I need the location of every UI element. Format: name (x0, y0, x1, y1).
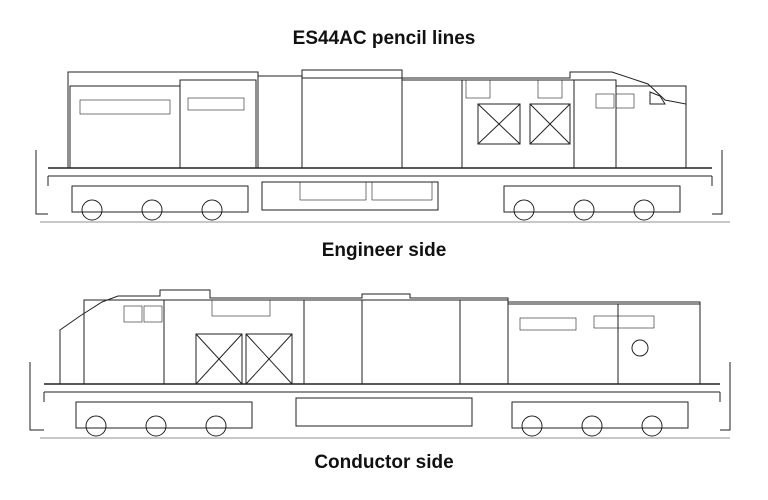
conductor-side-label: Conductor side (314, 452, 454, 473)
conductor-body (29, 289, 731, 431)
drawing-title: ES44AC pencil lines (292, 28, 476, 49)
engineer-body (35, 69, 723, 215)
engineer-side-label: Engineer side (321, 240, 447, 261)
engineer-trucks (40, 185, 730, 223)
conductor-trucks (40, 401, 730, 439)
